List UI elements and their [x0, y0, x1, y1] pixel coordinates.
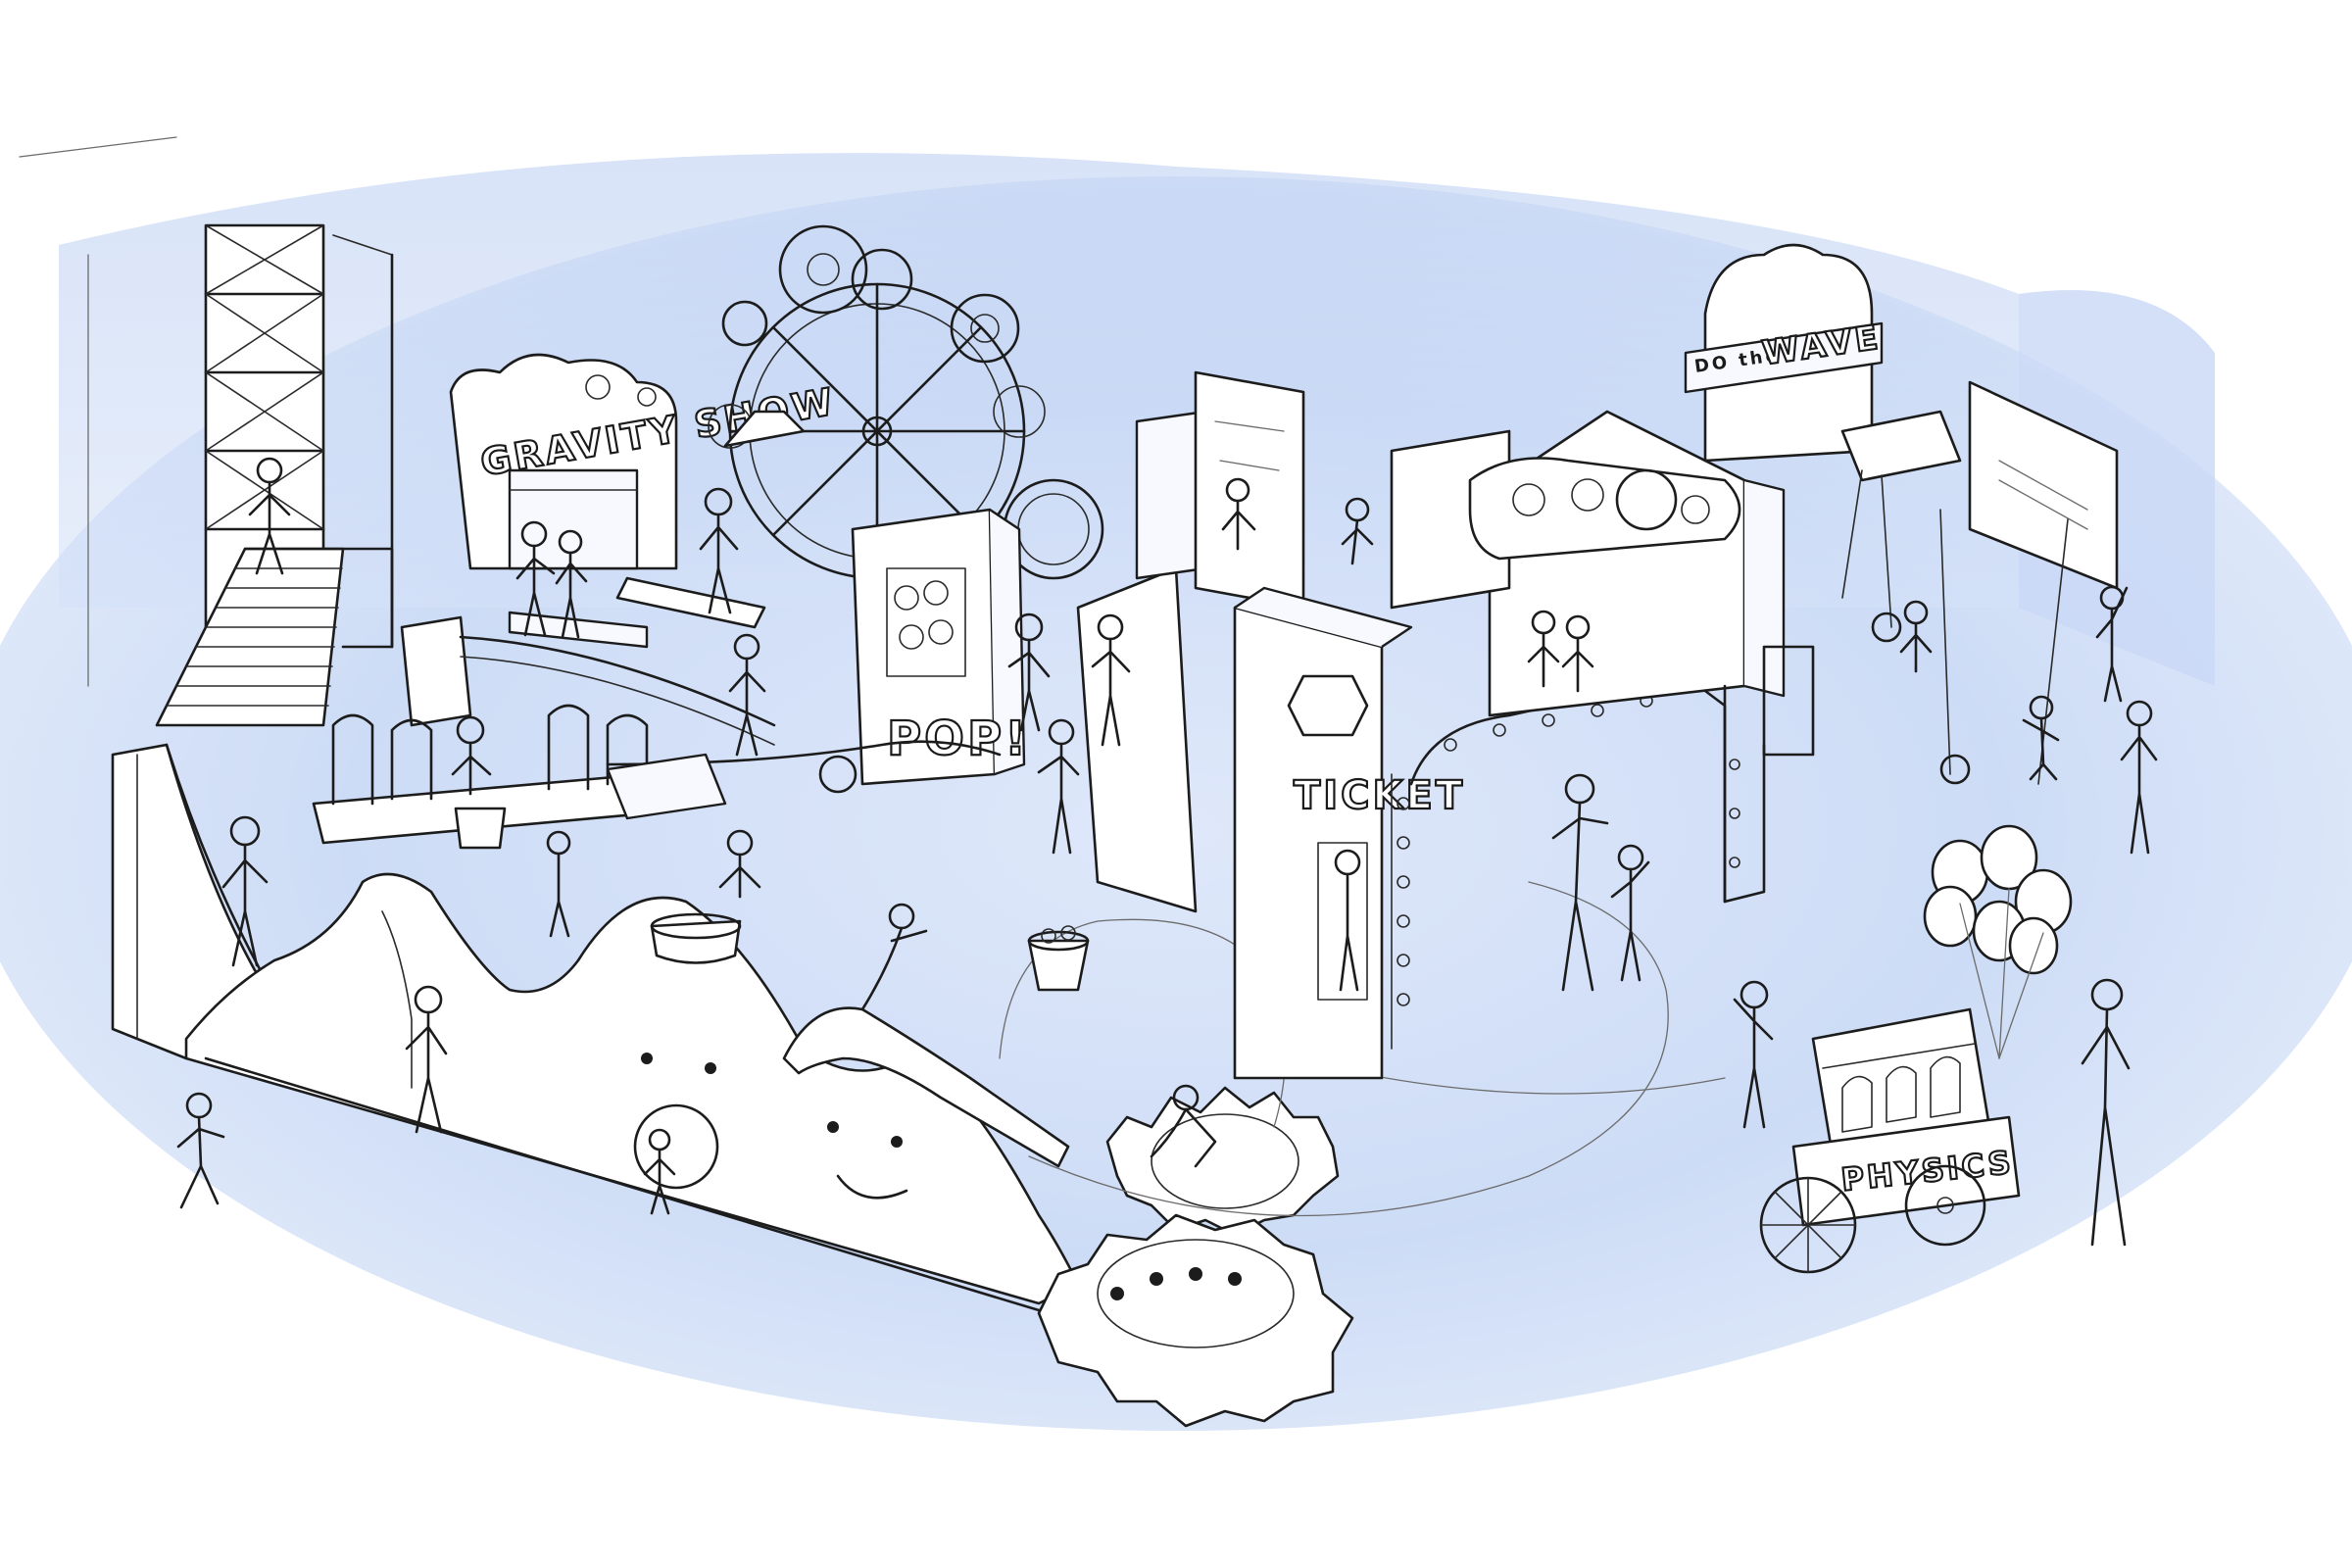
pop-sign: POP! — [887, 711, 1029, 766]
visitor-figure — [1341, 497, 1374, 565]
physics-cart: PHYSICS — [1759, 1007, 2021, 1274]
visitor-figure — [860, 903, 928, 1011]
ferris-wheel — [708, 224, 1104, 580]
mini-slide — [782, 1006, 1070, 1168]
visitor-figure — [1899, 600, 1933, 673]
visitor-figure — [1733, 980, 1774, 1129]
wave-machine — [1840, 380, 2119, 785]
visitor-figure — [451, 715, 492, 796]
visitor-figure — [176, 1092, 225, 1209]
ball-buckets — [454, 807, 1090, 992]
visitor-figure — [1221, 477, 1256, 551]
visitor-figure — [1091, 613, 1131, 747]
visitor-figure — [1610, 844, 1650, 982]
do-the-wave-main: WAVE — [1760, 318, 1884, 373]
gear-platforms — [1037, 1086, 1354, 1428]
visitor-figure — [248, 457, 291, 575]
visitor-figure — [643, 1128, 676, 1215]
gravity-show-booth: GRAVITY SHOW — [449, 353, 840, 570]
visitor-figure — [221, 815, 269, 967]
visitor-figure — [2095, 585, 2129, 703]
visitor-figure — [1561, 614, 1594, 693]
balloon-bunch — [1923, 824, 2073, 1059]
carnival-house — [1390, 410, 1815, 904]
visitor-figure — [2022, 695, 2060, 781]
visitor-figure — [1527, 610, 1560, 688]
visitor-figure — [2081, 978, 2131, 1247]
visitor-figure — [728, 633, 766, 757]
visitor-figure — [718, 829, 761, 899]
do-the-wave-sign: DO the WAVE — [1684, 243, 1885, 463]
visitor-figure — [405, 985, 448, 1134]
visitor-figure — [546, 830, 571, 938]
visitor-figure — [1334, 849, 1361, 992]
visitor-figure — [515, 520, 556, 637]
visitor-figure — [1007, 612, 1051, 732]
ticket-sign: TICKET — [1294, 773, 1465, 818]
visitor-figure — [1037, 718, 1080, 855]
visitor-figure — [699, 487, 739, 614]
visitor-figure — [2120, 700, 2158, 855]
pop-tower: POP! — [851, 508, 1029, 786]
visitor-figure — [555, 529, 588, 639]
visitor-figures — [176, 457, 2158, 1247]
visitor-figure — [1551, 773, 1609, 992]
visitor-figure — [1150, 1084, 1217, 1168]
staircase — [155, 547, 394, 727]
